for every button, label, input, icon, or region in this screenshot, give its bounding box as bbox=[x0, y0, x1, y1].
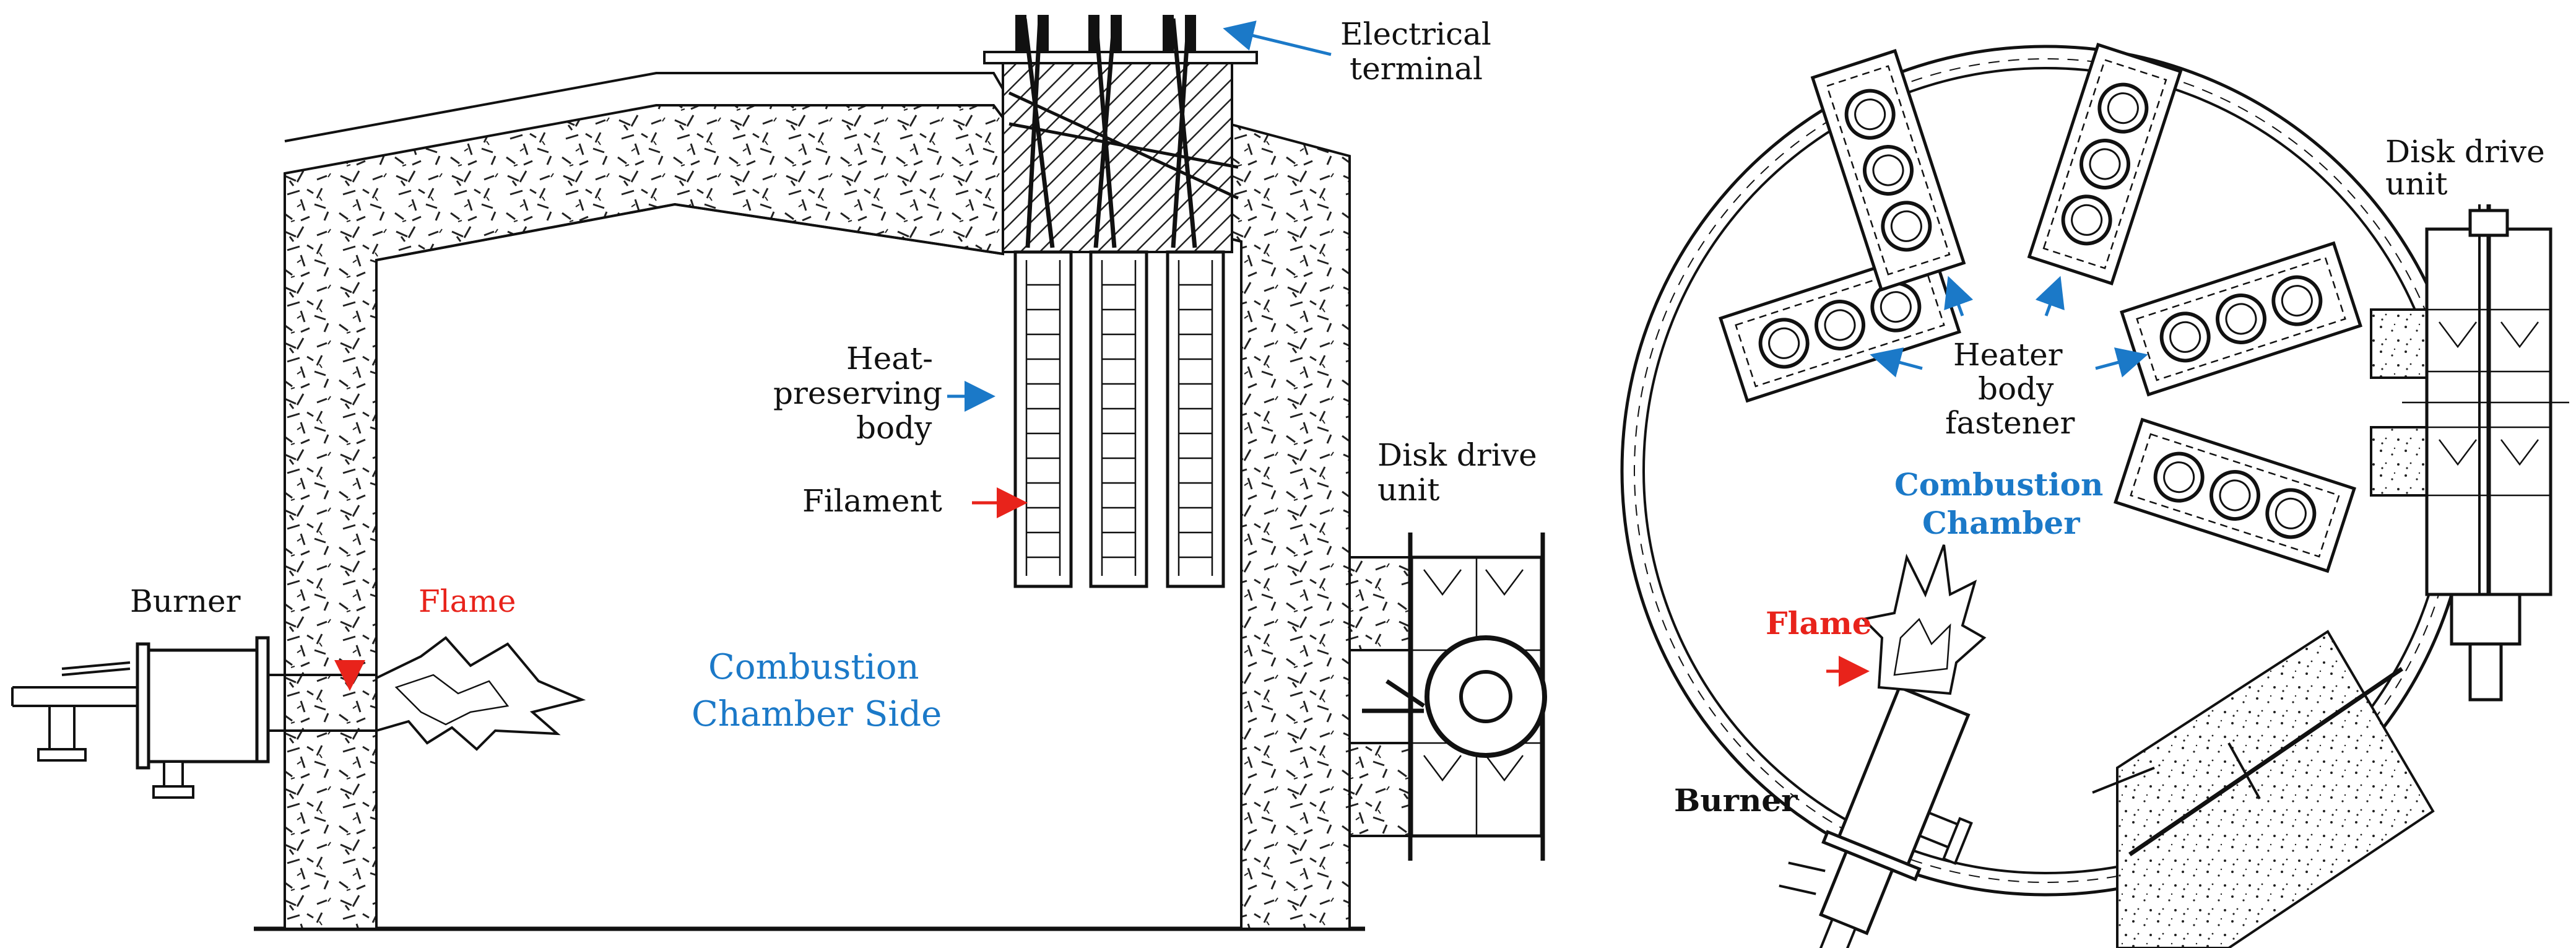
label-disk-drive-side-1: Disk drive bbox=[1377, 437, 1537, 473]
heater-fastener-2 bbox=[1810, 49, 1966, 292]
label-heat-preserving-1: Heat- bbox=[846, 341, 933, 376]
label-electrical-terminal-1: Electrical bbox=[1340, 16, 1491, 52]
furnace-insulation-right bbox=[1228, 122, 1351, 930]
label-heat-preserving-3: body bbox=[856, 410, 932, 446]
arrow-fastener-right bbox=[2095, 347, 2148, 378]
disk-drive-unit-side bbox=[1348, 533, 1547, 861]
label-combustion-top-1: Combustion bbox=[1894, 466, 2103, 503]
label-combustion-side-2: Chamber Side bbox=[692, 694, 942, 734]
label-disk-drive-top-2: unit bbox=[2385, 166, 2448, 202]
flame-top bbox=[1860, 544, 1987, 695]
inner-cavity-left bbox=[375, 202, 1004, 929]
label-flame-top: Flame bbox=[1766, 605, 1872, 641]
terminal-plate bbox=[983, 51, 1258, 64]
arrow-fastener-up-right bbox=[2035, 276, 2065, 316]
terminal-rods bbox=[1008, 18, 1239, 248]
label-heater-fastener-3: fastener bbox=[1945, 405, 2075, 441]
side-view-labels: Electrical terminal Heat- preserving bod… bbox=[130, 16, 1537, 734]
burner-top bbox=[1779, 685, 1973, 948]
label-disk-drive-side-2: unit bbox=[1377, 472, 1440, 508]
wall-segment-lower bbox=[2370, 426, 2428, 497]
arrow-fastener-up-left bbox=[1944, 276, 1974, 316]
disk-drive-unit-top bbox=[2402, 204, 2569, 702]
label-electrical-terminal-2: terminal bbox=[1350, 51, 1483, 87]
flame-side bbox=[375, 636, 586, 751]
label-combustion-top-2: Chamber bbox=[1922, 505, 2080, 541]
label-heater-fastener-1: Heater bbox=[1953, 337, 2063, 373]
wall-segment-upper bbox=[2370, 308, 2428, 379]
heater-fastener-5 bbox=[2114, 417, 2356, 573]
inner-cavity-right bbox=[1228, 237, 1242, 929]
label-heater-fastener-2: body bbox=[1978, 371, 2054, 407]
label-disk-drive-top-1: Disk drive bbox=[2385, 134, 2545, 170]
side-view bbox=[11, 15, 1547, 931]
heater-fastener-3 bbox=[2027, 43, 2183, 285]
label-flame-side: Flame bbox=[418, 583, 516, 619]
heater-tubes bbox=[1013, 250, 1225, 588]
arrow-fastener-left bbox=[1870, 347, 1923, 378]
label-burner-side: Burner bbox=[130, 583, 241, 619]
top-view-labels: Disk drive unit Heater body fastener Com… bbox=[1674, 134, 2545, 819]
arrow-electrical-terminal bbox=[1223, 20, 1332, 56]
electrical-terminal-heads bbox=[1015, 15, 1196, 52]
label-combustion-side-1: Combustion bbox=[708, 647, 919, 687]
label-heat-preserving-2: preserving bbox=[773, 375, 942, 411]
label-filament: Filament bbox=[802, 483, 942, 519]
exhaust-duct bbox=[2092, 630, 2435, 948]
label-burner-top: Burner bbox=[1674, 782, 1798, 819]
burner-side bbox=[11, 636, 376, 799]
